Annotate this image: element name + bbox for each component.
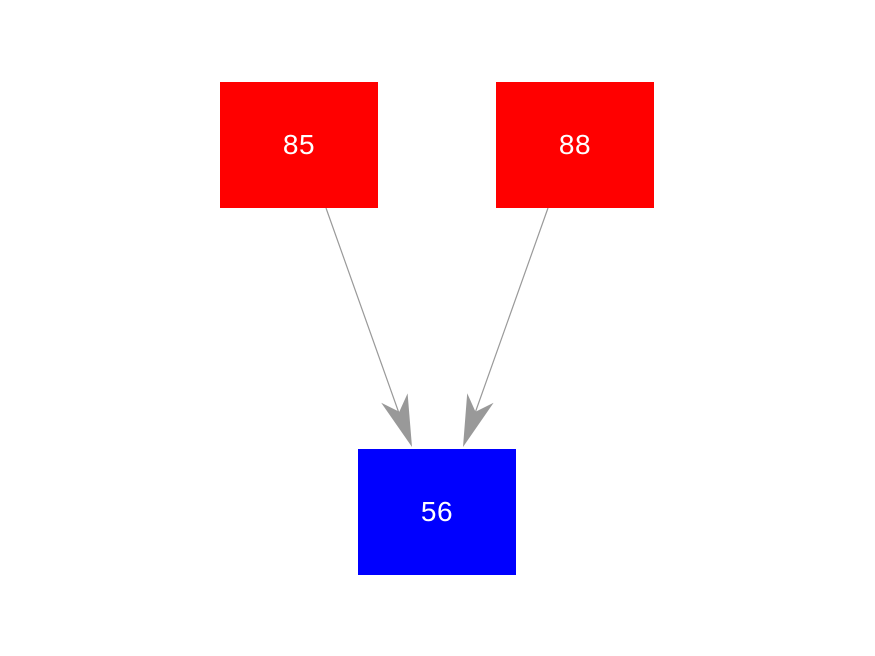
arrowhead-icon [381, 393, 412, 447]
arrowhead-icon [463, 393, 494, 447]
node-88-label: 88 [558, 129, 592, 160]
node-85[interactable]: 85 [220, 82, 378, 208]
node-88[interactable]: 88 [496, 82, 654, 208]
node-85-label: 85 [282, 129, 316, 160]
edge-88-to-56 [463, 207, 549, 447]
node-56[interactable]: 56 [358, 449, 516, 575]
node-56-label: 56 [420, 496, 454, 527]
edge-line [325, 207, 401, 417]
edge-85-to-56 [325, 207, 412, 447]
edge-line [473, 207, 549, 417]
